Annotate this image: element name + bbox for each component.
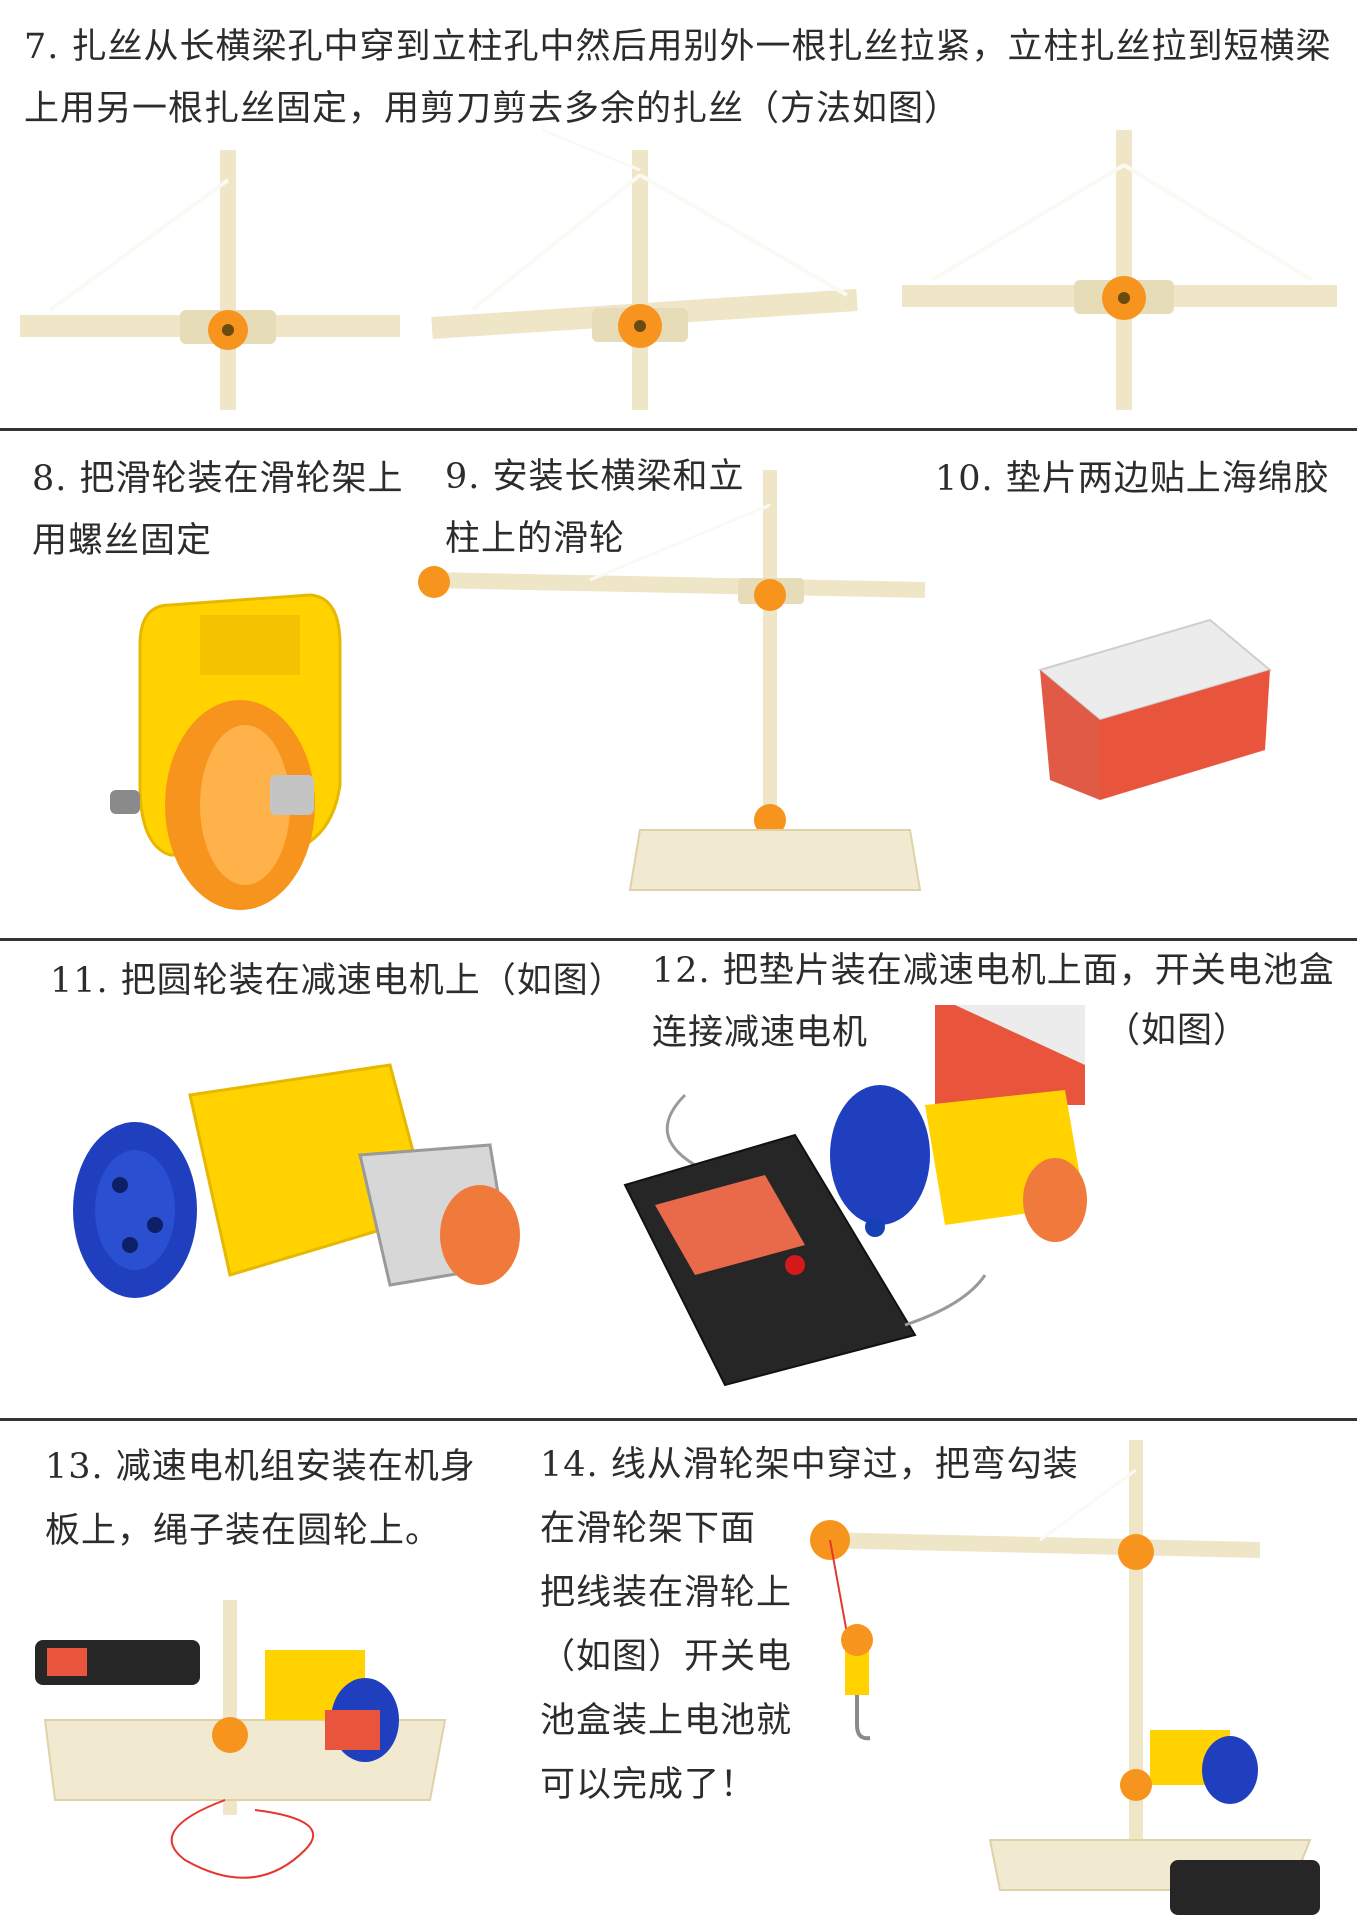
step9-text-line2: 柱上的滑轮: [445, 519, 626, 559]
step8-text-line2: 用螺丝固定: [32, 521, 213, 561]
step10-pad-photo: [1037, 618, 1273, 800]
step13-text-line1: 13. 减速电机组安装在机身: [45, 1447, 476, 1487]
step12-text-note: （如图）: [1105, 1011, 1250, 1051]
step12-text-line1: 12. 把垫片装在减速电机上面，开关电池盒: [652, 951, 1335, 991]
step13-text-line2: 板上，绳子装在圆轮上。: [45, 1511, 442, 1551]
section-divider-3: [0, 1418, 1357, 1421]
step14-text-line6: 可以完成了！: [540, 1765, 757, 1805]
step7-text-line2: 上用另一根扎丝固定，用剪刀剪去多余的扎丝（方法如图）: [24, 89, 961, 129]
step12-text-line2: 连接减速电机: [652, 1013, 869, 1053]
step10-text-line1: 10. 垫片两边贴上海绵胶: [935, 459, 1330, 499]
step7-text-line1: 7. 扎丝从长横梁孔中穿到立柱孔中然后用别外一根扎丝拉紧，立柱扎丝拉到短横梁: [24, 27, 1332, 67]
step11-motor-photo: [73, 1063, 520, 1298]
step14-text-line4: （如图）开关电: [540, 1637, 793, 1677]
section-divider-2: [0, 938, 1357, 941]
step14-text-line5: 池盒装上电池就: [540, 1701, 793, 1741]
step14-final-crane-photo: [810, 1440, 1320, 1915]
step9-crane-photo: [418, 470, 926, 891]
step13-assembly-photo: [35, 1600, 447, 1879]
step7-photo-3: [902, 130, 1337, 410]
step9-text-line1: 9. 安装长横梁和立: [445, 457, 745, 497]
step14-text-line2: 在滑轮架下面: [540, 1509, 757, 1549]
step7-photo-2: [431, 128, 858, 410]
step8-pulley-photo: [110, 593, 342, 910]
step12-motor-battery-photo: [623, 1005, 1087, 1387]
step14-text-line1: 14. 线从滑轮架中穿过，把弯勾装: [540, 1445, 1079, 1485]
step14-text-line3: 把线装在滑轮上: [540, 1573, 793, 1613]
section-divider-1: [0, 428, 1357, 431]
step11-text-line1: 11. 把圆轮装在减速电机上（如图）: [50, 961, 625, 1001]
step8-text-line1: 8. 把滑轮装在滑轮架上: [32, 459, 404, 499]
step7-photo-1: [20, 150, 400, 410]
